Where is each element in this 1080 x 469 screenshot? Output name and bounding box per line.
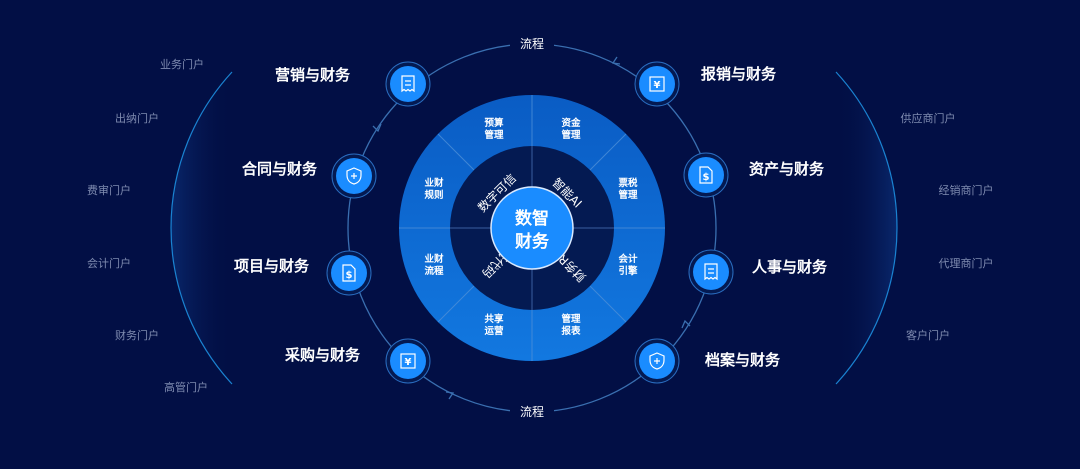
svg-text:管理: 管理 — [561, 129, 581, 141]
svg-text:资金: 资金 — [561, 117, 581, 129]
svg-text:流程: 流程 — [424, 265, 444, 277]
svg-text:会计: 会计 — [618, 253, 638, 265]
flow-label-bottom: 流程 — [520, 404, 544, 419]
portal-label: 高管门户 — [164, 380, 208, 394]
flow-label-top: 流程 — [520, 36, 544, 51]
node-label: 营销与财务 — [275, 66, 351, 84]
portal-label: 费审门户 — [87, 183, 131, 197]
node-label: 合同与财务 — [241, 160, 318, 178]
portal-label: 出纳门户 — [115, 111, 159, 125]
svg-text:票税: 票税 — [617, 177, 638, 189]
node-hr-finance[interactable]: 人事与财务 — [688, 249, 828, 295]
node-label: 资产与财务 — [749, 160, 825, 178]
node-archive-finance[interactable]: 档案与财务 — [634, 338, 781, 384]
orbit-arrow-icon — [445, 391, 455, 400]
svg-text:报表: 报表 — [561, 325, 581, 337]
node-label: 项目与财务 — [234, 257, 310, 275]
node-label: 报销与财务 — [701, 65, 777, 83]
svg-text:预算: 预算 — [484, 117, 504, 129]
right-portal-arc — [835, 71, 898, 385]
svg-text:管理: 管理 — [484, 129, 504, 141]
node-label: 采购与财务 — [284, 346, 361, 364]
node-asset-finance[interactable]: 资产与财务 — [683, 152, 825, 198]
svg-text:运营: 运营 — [484, 325, 504, 337]
portal-label: 代理商门户 — [939, 256, 994, 270]
svg-text:业财: 业财 — [424, 253, 444, 265]
portal-label: 供应商门户 — [901, 111, 956, 125]
svg-text:业财: 业财 — [424, 177, 444, 189]
svg-text:引擎: 引擎 — [618, 265, 638, 277]
left-portal-arc — [170, 71, 233, 385]
flow-label-bg — [510, 32, 554, 54]
node-reimbursement-finance[interactable]: 报销与财务 — [634, 61, 777, 107]
node-project-finance[interactable]: 项目与财务 — [234, 250, 372, 296]
core-title-2: 财务 — [514, 231, 550, 252]
svg-text:管理: 管理 — [618, 189, 638, 201]
orbit-arrow-icon — [681, 319, 691, 329]
portal-label: 业务门户 — [160, 57, 204, 71]
orbit-arrow-icon — [372, 123, 382, 133]
portal-label: 会计门户 — [87, 256, 131, 270]
svg-text:共享: 共享 — [484, 313, 504, 325]
node-contract-finance[interactable]: 合同与财务 — [241, 153, 377, 199]
node-label: 人事与财务 — [752, 258, 828, 276]
node-procurement-finance[interactable]: 采购与财务 — [284, 338, 431, 384]
orbit-arrow-icon — [611, 56, 621, 65]
svg-text:规则: 规则 — [424, 189, 443, 201]
flow-label-bg — [510, 400, 554, 422]
svg-text:管理: 管理 — [561, 313, 581, 325]
portal-label: 客户门户 — [906, 328, 950, 342]
node-marketing-finance[interactable]: 营销与财务 — [275, 61, 431, 107]
core-circle — [490, 186, 574, 270]
portal-label: 财务门户 — [115, 328, 159, 342]
core-title-1: 数智 — [515, 208, 549, 229]
node-label: 档案与财务 — [705, 351, 781, 369]
portal-label: 经销商门户 — [939, 183, 994, 197]
